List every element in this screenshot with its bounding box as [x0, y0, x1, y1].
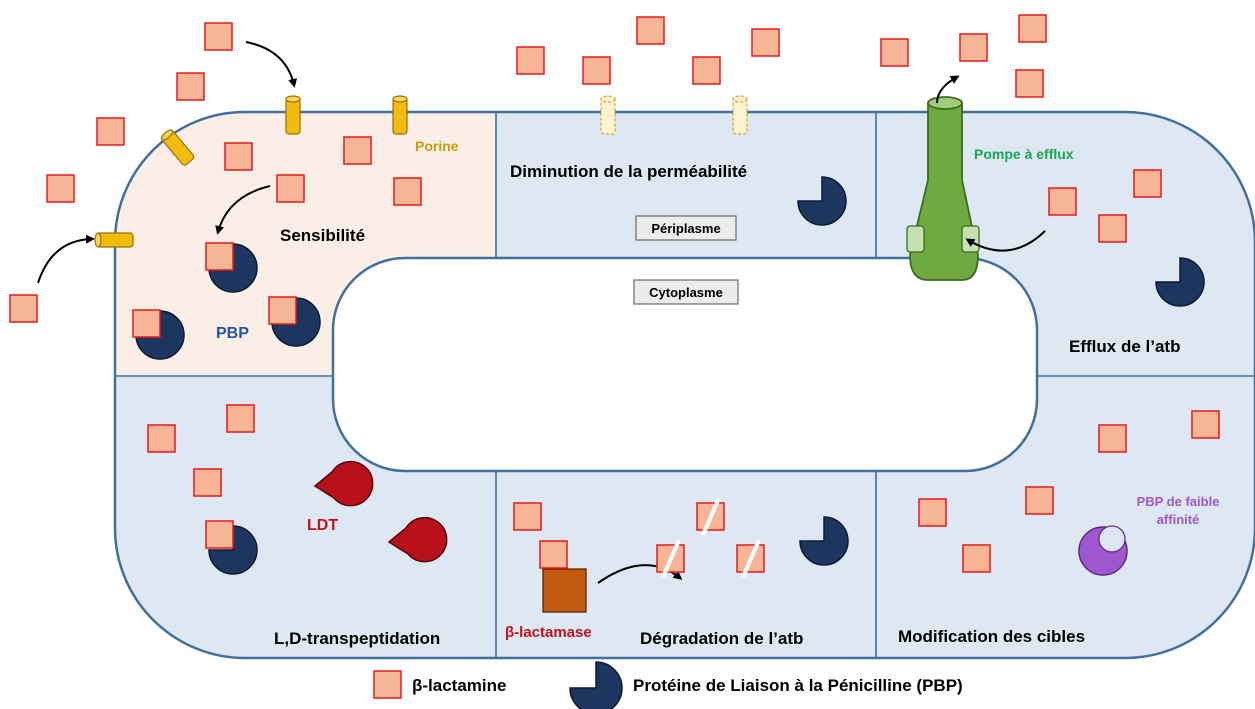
arrow-into-porin — [245, 41, 298, 88]
beta-lactamine-icon — [1025, 486, 1054, 515]
low-affinity-pbp-icon — [1078, 525, 1128, 576]
flow-arrows — [37, 41, 1046, 584]
beta-lactamine-icon — [46, 174, 75, 203]
pbp-label: PBP — [216, 325, 249, 342]
pompe-label: Pompe à efflux — [974, 146, 1074, 162]
pbp-icon — [797, 176, 847, 226]
beta-lactamine-icon — [1098, 214, 1127, 243]
beta-lactamine-icon — [1098, 424, 1127, 453]
degradation-title: Dégradation de l’atb — [640, 629, 803, 648]
legend-beta-lactamine-icon — [373, 670, 402, 699]
beta-lactamine-icon — [343, 136, 372, 165]
beta-lactamine-icon — [176, 72, 205, 101]
low-affinity-label-line2: affinité — [1157, 512, 1200, 527]
legend-pbp-label: Protéine de Liaison à la Pénicilline (PB… — [633, 676, 963, 695]
beta-lactamine-icon — [1133, 169, 1162, 198]
beta-lactamine-icon — [692, 56, 721, 85]
beta-lactamine-icon — [147, 424, 176, 453]
beta-lactamine-icon — [1191, 410, 1220, 439]
reduced-porin-icon — [600, 95, 616, 135]
beta-lactamine-icon — [268, 296, 297, 325]
periplasm-label: Périplasme — [651, 221, 720, 236]
beta-lactamase-label: β-lactamase — [505, 624, 592, 641]
beta-lactamine-icon — [193, 468, 222, 497]
arrow-out-of-pump — [936, 75, 960, 104]
legend-pbp-icon — [569, 661, 623, 709]
diminution-title: Diminution de la perméabilité — [510, 162, 747, 181]
cytoplasm-label-box: Cytoplasme — [633, 279, 739, 305]
beta-lactamine-icon — [226, 404, 255, 433]
porin-icon — [285, 95, 301, 135]
ld-transpeptidation-title: L,D-transpeptidation — [274, 629, 440, 648]
section-dividers — [115, 112, 1255, 658]
reduced-porin-icon — [732, 95, 748, 135]
low-affinity-label-line1: PBP de faible — [1137, 494, 1220, 509]
beta-lactamine-icon — [224, 142, 253, 171]
degraded-beta-lactamine-group — [656, 497, 765, 578]
legend-beta-lactamine-label: β-lactamine — [412, 676, 506, 695]
legend: β-lactamine Protéine de Liaison à la Pén… — [373, 661, 963, 709]
cytoplasm-label: Cytoplasme — [649, 285, 723, 300]
ldt-label: LDT — [307, 517, 338, 534]
beta-lactamine-icon — [205, 242, 234, 271]
pbp-icon — [208, 243, 258, 293]
porin-icon — [94, 232, 134, 248]
efflux-title: Efflux de l’atb — [1069, 337, 1180, 356]
degraded-beta-lactamine-icon — [696, 502, 725, 531]
modification-title: Modification des cibles — [898, 627, 1085, 646]
pbp-icon — [799, 516, 849, 566]
cytoplasm — [331, 256, 1039, 473]
pbp-icon — [1155, 257, 1205, 307]
porine-label: Porine — [415, 138, 459, 154]
arrow-into-side-porin — [37, 234, 95, 284]
sensibilite-title: Sensibilité — [280, 226, 365, 245]
beta-lactamine-group — [9, 14, 1220, 573]
beta-lactamine-icon — [1015, 69, 1044, 98]
beta-lactamine-icon — [539, 540, 568, 569]
beta-lactamine-icon — [204, 22, 233, 51]
pbp-icon — [271, 297, 321, 347]
ldt-icon — [313, 460, 374, 507]
beta-lactamine-icon — [751, 28, 780, 57]
outer-membrane — [113, 110, 1255, 660]
beta-lactamine-icon — [1018, 14, 1047, 43]
beta-lactamine-icon — [962, 544, 991, 573]
beta-lactamine-icon — [918, 498, 947, 527]
beta-lactamine-icon — [959, 33, 988, 62]
beta-lactamine-icon — [393, 177, 422, 206]
beta-lactamine-icon — [276, 174, 305, 203]
ldt-icon — [387, 516, 448, 563]
beta-lactamine-icon — [1048, 187, 1077, 216]
pbp-icon — [208, 525, 258, 575]
beta-lactamine-icon — [880, 38, 909, 67]
arrow-lactamase-degradation — [597, 564, 683, 584]
porin-icon — [392, 95, 408, 135]
periplasm-label-box: Périplasme — [635, 215, 737, 241]
beta-lactamine-icon — [132, 309, 161, 338]
beta-lactamine-icon — [9, 294, 38, 323]
arrow-to-pbp — [215, 185, 271, 235]
pbp-icon — [135, 310, 185, 360]
beta-lactamine-icon — [636, 16, 665, 45]
beta-lactamine-icon — [96, 117, 125, 146]
beta-lactamine-icon — [513, 502, 542, 531]
beta-lactamase-icon — [542, 568, 587, 613]
beta-lactamine-icon — [516, 46, 545, 75]
beta-lactamine-icon — [582, 56, 611, 85]
arrow-into-pump — [965, 230, 1046, 252]
porin-icon — [160, 129, 195, 166]
beta-lactamine-icon — [205, 520, 234, 549]
